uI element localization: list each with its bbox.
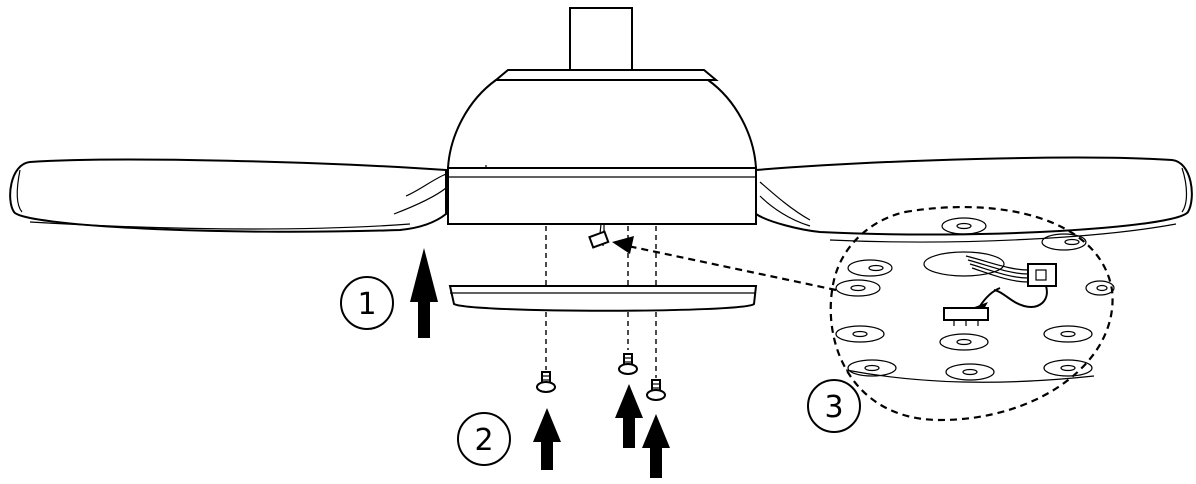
arrow-up-screw-right xyxy=(642,414,670,478)
detail-circle xyxy=(829,206,1115,422)
arrow-up-screw-middle xyxy=(615,384,643,448)
screw-right xyxy=(646,379,666,401)
screw-middle xyxy=(618,353,638,375)
motor-housing xyxy=(446,69,758,172)
light-kit-plate xyxy=(448,285,758,312)
step-2-callout: 2 xyxy=(457,412,511,466)
step-2-number: 2 xyxy=(474,423,493,458)
arrow-up-screw-left xyxy=(533,408,561,470)
arrow-up-step1 xyxy=(410,248,438,338)
alignment-guides xyxy=(545,226,657,378)
detail-pointer-arrow xyxy=(612,236,837,292)
left-fan-blade xyxy=(9,158,447,233)
right-fan-blade xyxy=(755,156,1193,243)
step-3-number: 3 xyxy=(824,390,843,425)
mounting-holes xyxy=(835,217,1115,381)
downrod xyxy=(569,7,633,71)
wire-connector xyxy=(588,223,610,249)
detail-receptacle xyxy=(943,307,989,326)
step-1-callout: 1 xyxy=(340,276,394,330)
detail-wire-bundle xyxy=(923,251,1057,316)
step-1-number: 1 xyxy=(357,287,376,322)
step-3-callout: 3 xyxy=(807,379,861,433)
screw-left xyxy=(536,371,556,393)
switch-housing xyxy=(447,167,757,225)
